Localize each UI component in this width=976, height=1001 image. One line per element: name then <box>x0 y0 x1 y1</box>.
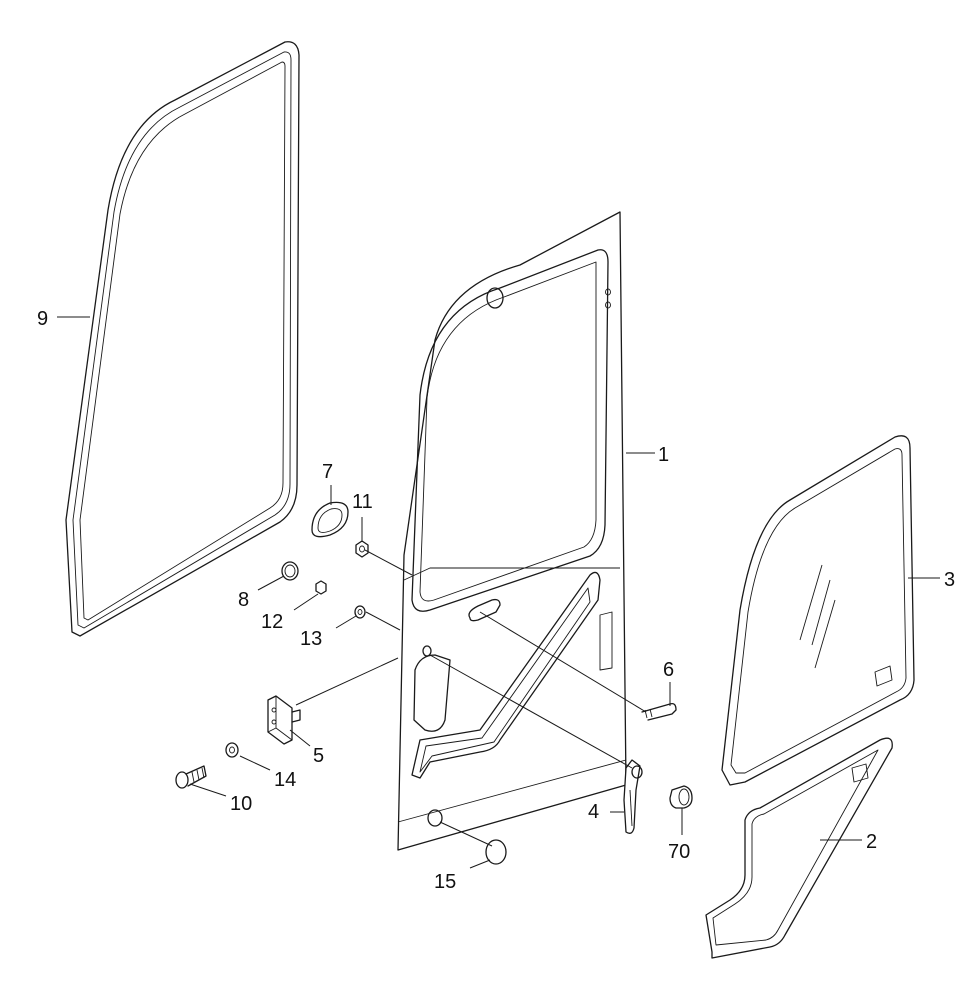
callout-70: 70 <box>668 841 690 863</box>
callout-7: 7 <box>322 461 333 483</box>
part-5-striker <box>267 695 301 745</box>
part-70-lock <box>669 785 693 809</box>
part-2-lower-panel <box>705 737 893 959</box>
callout-15: 15 <box>434 871 456 893</box>
callouts: 1 2 3 4 5 6 7 8 9 10 11 12 13 14 15 70 <box>37 308 955 893</box>
callout-5: 5 <box>313 745 324 767</box>
part-4-latch <box>623 759 643 834</box>
part-14-washer <box>225 742 239 758</box>
callout-6: 6 <box>663 659 674 681</box>
part-11-nut <box>355 540 369 558</box>
callout-1: 1 <box>658 444 669 466</box>
part-12-nut <box>315 580 327 595</box>
callout-11: 11 <box>352 491 373 513</box>
callout-3: 3 <box>944 569 955 591</box>
callout-12: 12 <box>261 611 283 633</box>
callout-13: 13 <box>300 628 322 650</box>
callout-9: 9 <box>37 308 48 330</box>
callout-4: 4 <box>588 801 599 823</box>
callout-8: 8 <box>238 589 249 611</box>
part-1-door-frame <box>397 211 627 851</box>
callout-2: 2 <box>866 831 877 853</box>
part-7-grommet <box>311 501 349 538</box>
callout-10: 10 <box>230 793 252 815</box>
leader-lines <box>57 316 940 869</box>
callout-14: 14 <box>274 769 296 791</box>
part-3-window-glass <box>721 435 915 786</box>
part-8-ring <box>281 561 299 581</box>
part-9-seal <box>65 41 300 637</box>
part-10-bolt <box>175 765 207 789</box>
part-13-washer <box>354 605 366 619</box>
part-6-rod <box>641 702 677 721</box>
